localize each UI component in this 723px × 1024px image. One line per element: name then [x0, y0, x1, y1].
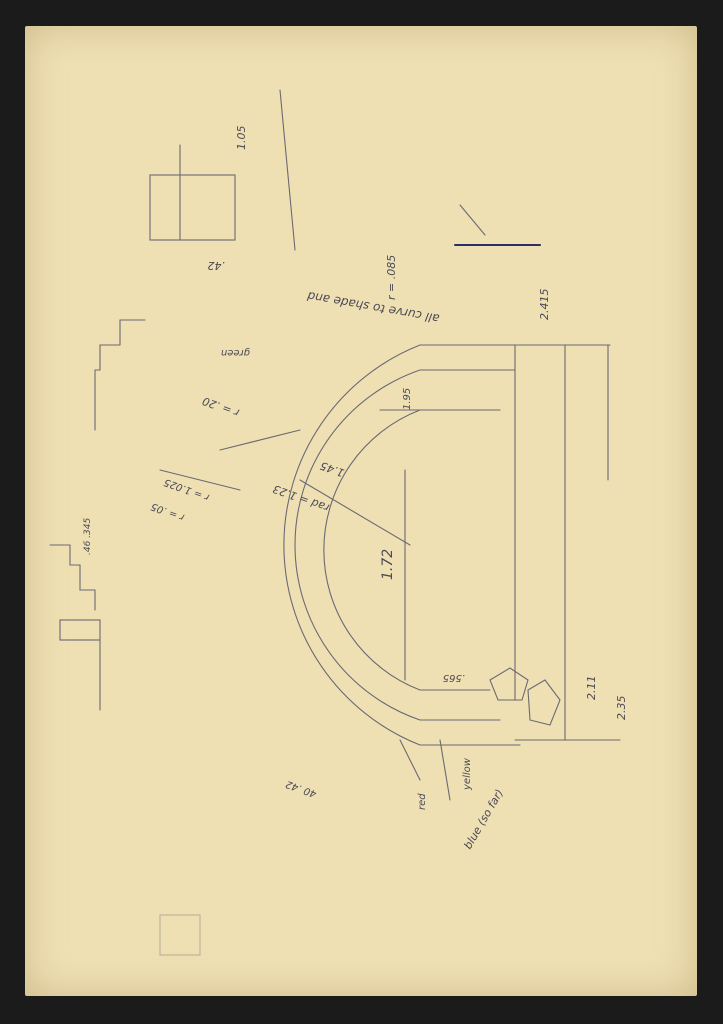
note-circle-value: .42: [208, 259, 226, 272]
note-565: .565: [443, 672, 465, 683]
middle-arc: [294, 369, 516, 721]
note-red: red: [417, 793, 428, 810]
note-arc-top: 1.95: [402, 388, 413, 410]
note-green: green: [221, 347, 250, 358]
note-blue: blue (so far): [461, 787, 506, 851]
paper-sheet: [25, 26, 697, 996]
note-rad-total: rad = 1.23: [271, 482, 331, 514]
note-r4: r = .05: [150, 500, 186, 522]
note-2-35: 2.35: [615, 696, 628, 721]
note-r3: r = 1.025: [163, 476, 211, 503]
note-main-diameter: 1.72: [380, 549, 396, 580]
note-yellow: yellow: [462, 757, 473, 791]
note-top: r = .085: [385, 255, 398, 300]
note-2-415: 2.415: [538, 289, 551, 321]
note-2-11: 2.11: [585, 676, 598, 701]
note-stair-values: .46 .345: [83, 518, 93, 555]
inner-arc: [323, 409, 501, 691]
note-r1: 1.45: [319, 459, 346, 480]
note-all-curves: all curve to shade and: [306, 289, 441, 326]
note-top-left-value: 1.05: [235, 126, 248, 151]
outer-arc: [283, 344, 561, 746]
note-r2: r = .20: [201, 394, 241, 419]
note-scale: 40 .42: [284, 778, 318, 799]
